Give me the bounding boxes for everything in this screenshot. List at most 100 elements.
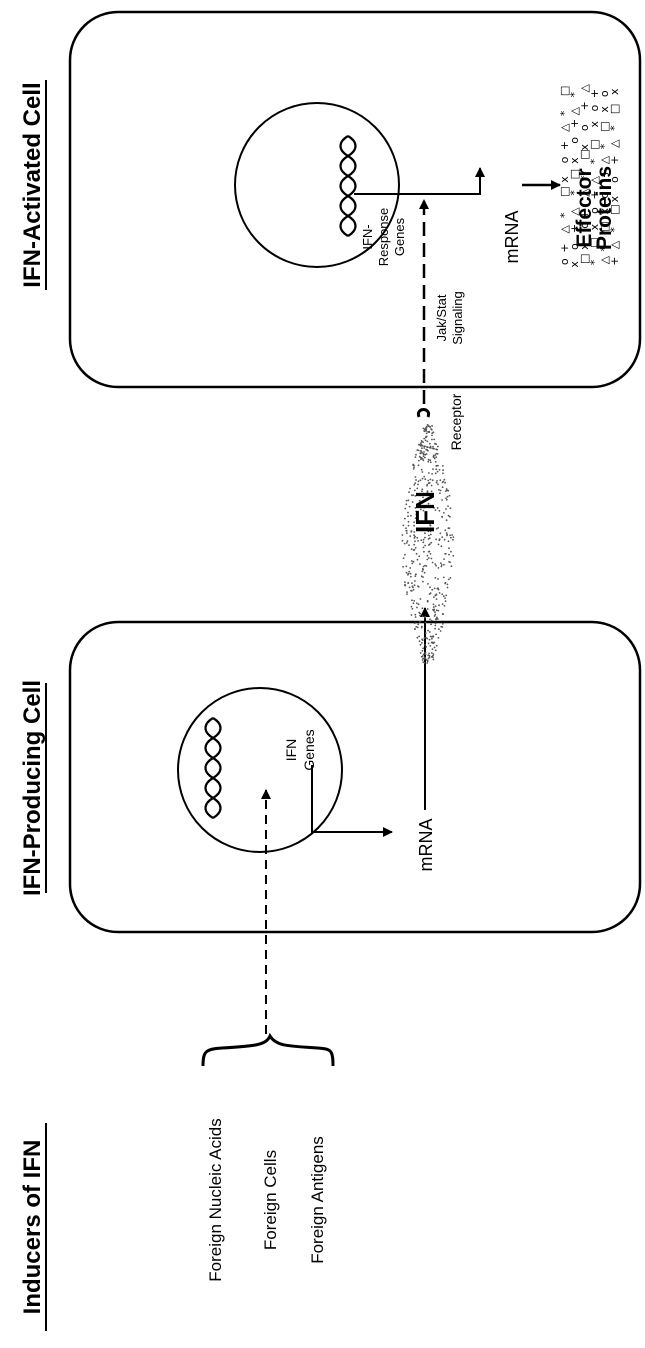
activated-mrna-label: mRNA xyxy=(502,211,522,264)
effector-symbol: △ xyxy=(558,123,571,132)
ifn-stipple-dot xyxy=(426,660,429,663)
ifn-stipple-dot xyxy=(435,633,437,636)
ifn-stipple-dot xyxy=(420,508,422,511)
ifn-stipple-dot xyxy=(419,479,422,482)
ifn-stipple-dot xyxy=(448,553,450,556)
ifn-stipple-dot xyxy=(402,565,404,568)
ifn-stipple-dot xyxy=(437,609,440,612)
ifn-stipple-dot xyxy=(442,480,445,483)
ifn-stipple-dot xyxy=(422,546,425,549)
ifn-stipple-dot xyxy=(424,536,426,539)
ifn-stipple-dot xyxy=(416,636,419,639)
ifn-stipple-dot xyxy=(412,589,415,591)
ifn-stipple-dot xyxy=(434,454,437,456)
ifn-stipple-dot xyxy=(435,452,438,455)
ifn-stipple-dot xyxy=(437,464,439,467)
ifn-stipple-dot xyxy=(434,577,437,579)
ifn-stipple-dot xyxy=(434,611,436,614)
ifn-stipple-dot xyxy=(406,540,409,543)
effector-symbol: * xyxy=(608,227,621,233)
ifn-stipple-dot xyxy=(415,519,418,522)
ifn-stipple-dot xyxy=(427,538,430,540)
ifn-stipple-dot xyxy=(420,450,423,452)
ifn-stipple-dot xyxy=(431,479,434,482)
ifn-stipple-dot xyxy=(417,585,420,588)
ifn-stipple-dot xyxy=(430,484,433,487)
effector-symbol: □ xyxy=(588,139,601,149)
ifn-stipple-dot xyxy=(431,425,433,427)
ifn-stipple-dot xyxy=(422,541,425,544)
ifn-stipple-dot xyxy=(443,538,446,541)
ifn-stipple-dot xyxy=(404,583,406,586)
ifn-stipple-dot xyxy=(419,612,422,615)
ifn-molecule-cloud xyxy=(401,424,455,664)
ifn-stipple-dot xyxy=(434,563,437,565)
effector-symbol: + xyxy=(588,89,601,98)
ifn-stipple-dot xyxy=(414,535,416,538)
ifn-stipple-dot xyxy=(444,597,446,599)
ifn-stipple-dot xyxy=(419,504,422,506)
ifn-stipple-dot xyxy=(421,447,423,450)
ifn-stipple-dot xyxy=(447,505,449,507)
effector-symbol: + xyxy=(598,169,611,178)
effector-symbol: + xyxy=(558,141,571,150)
ifn-stipple-dot xyxy=(427,458,430,461)
ifn-stipple-dot xyxy=(429,592,432,595)
ifn-stipple-dot xyxy=(426,490,429,492)
ifn-stipple-dot xyxy=(429,524,431,526)
ifn-stipple-dot xyxy=(415,479,417,481)
effector-symbol: □ xyxy=(598,121,611,131)
ifn-stipple-dot xyxy=(408,505,411,508)
ifn-stipple-dot xyxy=(422,441,424,443)
ifn-stipple-dot xyxy=(413,537,416,539)
ifn-stipple-dot xyxy=(410,494,413,497)
effector-symbol: x xyxy=(568,157,581,164)
ifn-stipple-dot xyxy=(424,544,426,547)
ifn-stipple-dot xyxy=(437,587,439,589)
ifn-stipple-dot xyxy=(426,662,429,664)
ifn-stipple-dot xyxy=(438,592,441,594)
ifn-stipple-dot xyxy=(424,651,427,654)
ifn-stipple-dot xyxy=(426,637,429,640)
effector-symbol: □ xyxy=(578,254,591,264)
ifn-stipple-dot xyxy=(431,588,434,591)
effector-symbol: x xyxy=(588,120,601,127)
ifn-stipple-dot xyxy=(405,571,408,574)
ifn-stipple-dot xyxy=(419,442,422,445)
ifn-stipple-dot xyxy=(426,440,429,443)
ifn-stipple-dot xyxy=(404,507,407,510)
effector-symbol: o xyxy=(568,243,581,250)
ifn-stipple-dot xyxy=(402,557,405,559)
ifn-stipple-dot xyxy=(420,440,423,442)
ifn-stipple-dot xyxy=(410,605,413,608)
ifn-stipple-dot xyxy=(411,607,414,610)
ifn-stipple-dot xyxy=(411,501,414,503)
ifn-stipple-dot xyxy=(441,603,444,605)
ifn-stipple-dot xyxy=(430,619,433,622)
ifn-stipple-dot xyxy=(441,465,444,467)
effector-symbol: △ xyxy=(568,106,581,115)
ifn-stipple-dot xyxy=(415,510,417,513)
effector-symbol: + xyxy=(558,243,571,252)
effector-symbol: o xyxy=(578,124,591,131)
effector-symbol: △ xyxy=(578,188,591,197)
ifn-stipple-dot xyxy=(413,531,416,533)
ifn-stipple-dot xyxy=(406,591,408,593)
ifn-stipple-dot xyxy=(428,631,431,633)
ifn-stipple-dot xyxy=(424,439,427,442)
ifn-stipple-dot xyxy=(432,468,434,470)
effector-symbol: + xyxy=(568,119,581,128)
effector-symbol: □ xyxy=(568,169,581,179)
ifn-stipple-dot xyxy=(446,495,449,498)
ifn-stipple-dot xyxy=(431,637,433,640)
ifn-stipple-dot xyxy=(439,630,442,632)
ifn-stipple-dot xyxy=(422,452,425,455)
ifn-stipple-dot xyxy=(449,507,452,510)
ifn-stipple-dot xyxy=(438,509,441,512)
ifn-stipple-dot xyxy=(417,540,419,542)
ifn-stipple-dot xyxy=(422,427,425,430)
ifn-stipple-dot xyxy=(432,635,435,638)
effector-symbol: △ xyxy=(568,207,581,216)
ifn-stipple-dot xyxy=(437,588,440,591)
response-genes-label-line3: Genes xyxy=(392,217,407,256)
